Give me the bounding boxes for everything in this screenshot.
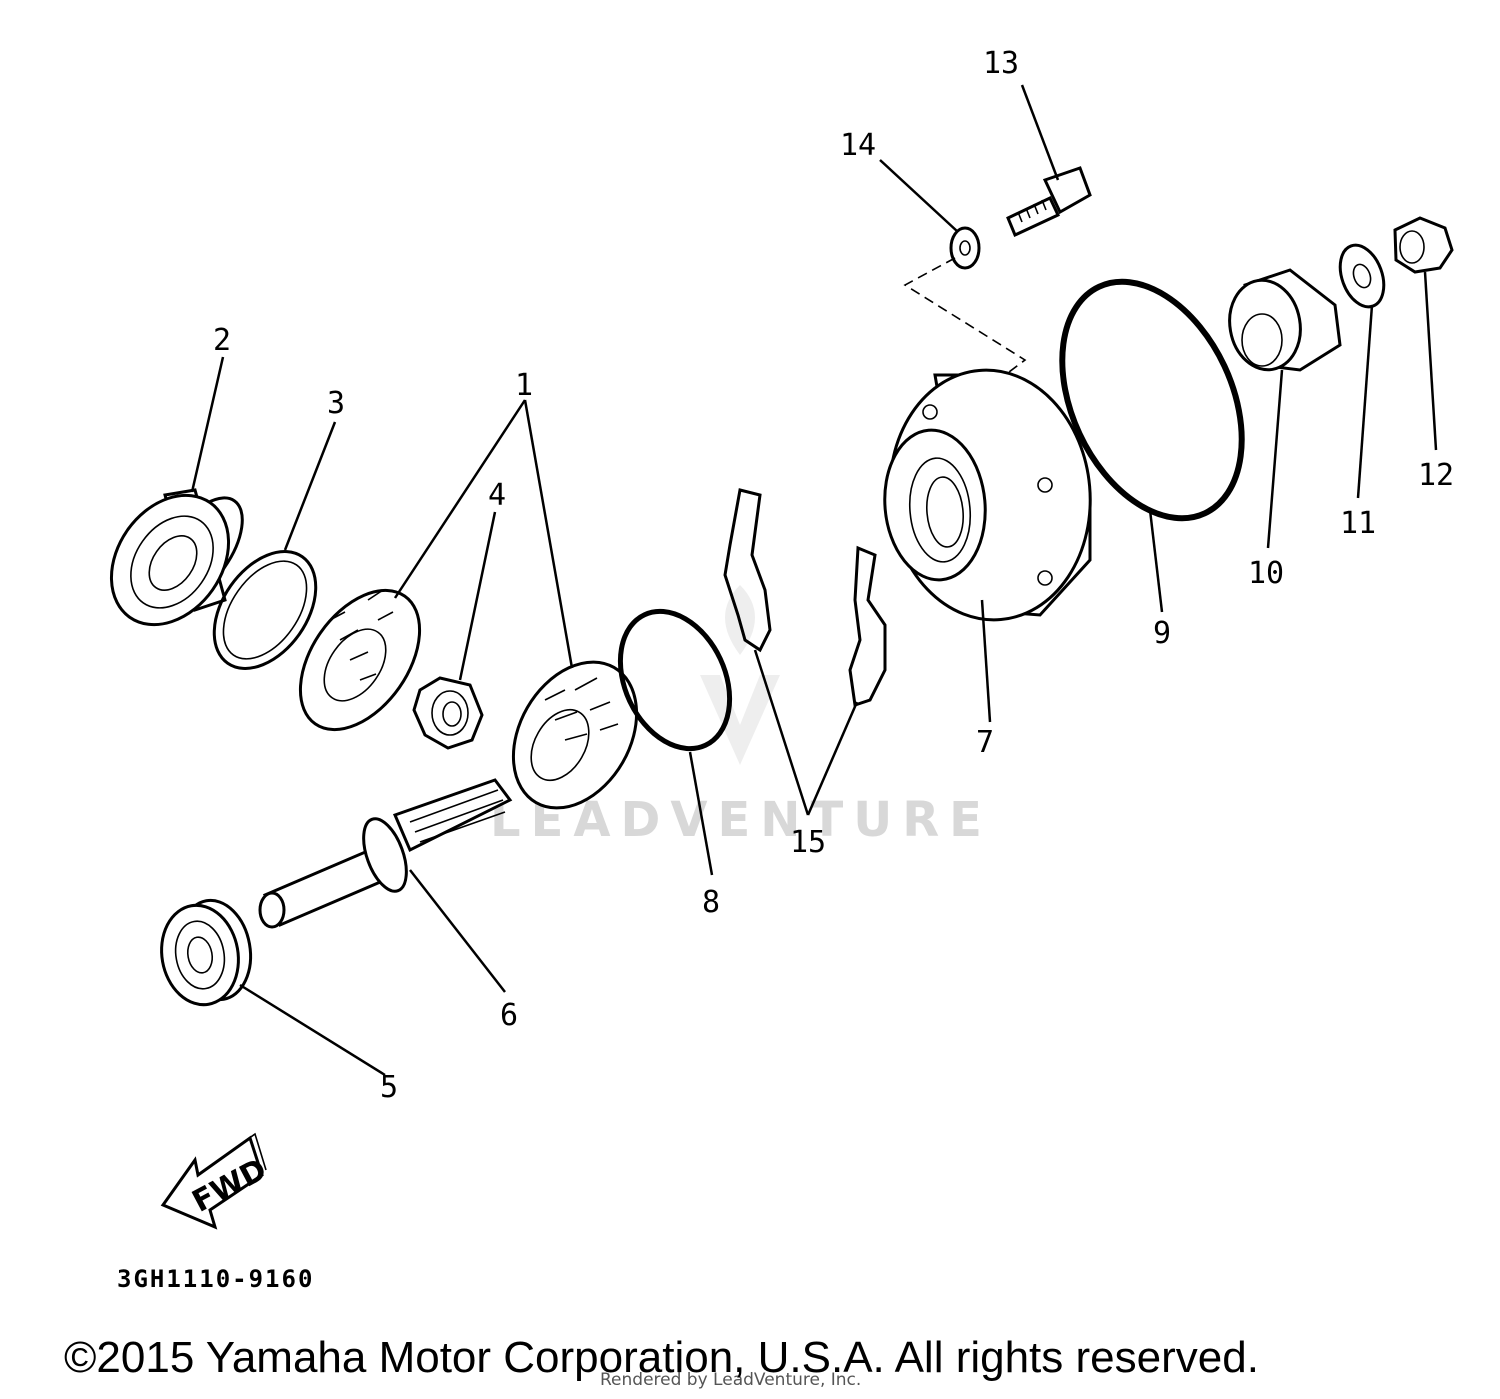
part-12-nut	[1393, 216, 1454, 274]
callout-4: 4	[488, 478, 506, 513]
forward-arrow: FWD	[160, 1132, 272, 1230]
callout-7: 7	[976, 725, 994, 760]
part-10-coupling	[1228, 268, 1342, 372]
callout-8: 8	[702, 885, 720, 920]
callout-14: 14	[840, 128, 876, 163]
part-2-bearing	[109, 488, 244, 627]
part-3-shim	[212, 550, 318, 670]
callout-9: 9	[1153, 616, 1171, 651]
copyright-notice: ©2015 Yamaha Motor Corporation, U.S.A. A…	[64, 1333, 1259, 1382]
part-4-nut	[412, 676, 484, 750]
leader-lines	[190, 84, 1438, 1077]
callout-12: 12	[1418, 458, 1454, 493]
part-5-bearing	[160, 898, 253, 1007]
callout-6: 6	[500, 998, 518, 1033]
callout-2: 2	[213, 323, 231, 358]
callout-11: 11	[1340, 506, 1376, 541]
rendered-by-text: Rendered by LeadVenture, Inc.	[600, 1370, 861, 1390]
callout-1: 1	[515, 368, 533, 403]
part-13-bolt	[1006, 166, 1092, 238]
assembly-dashed-line	[903, 257, 1027, 376]
part-6-shaft	[258, 778, 513, 929]
callout-15: 15	[790, 825, 826, 860]
part-14-washer	[949, 226, 981, 270]
part-1-bevel-gear-b	[511, 660, 639, 810]
part-11-washer	[1338, 243, 1386, 309]
part-7-housing	[883, 368, 1092, 622]
part-9-o-ring	[1059, 278, 1245, 522]
callout-3: 3	[327, 386, 345, 421]
part-code: 3GH1110-9160	[117, 1265, 314, 1293]
callout-13: 13	[983, 46, 1019, 81]
callout-5: 5	[380, 1070, 398, 1105]
part-15-clips	[723, 488, 887, 707]
part-1-bevel-gear-a	[298, 588, 422, 732]
part-8-o-ring	[617, 608, 733, 752]
callout-10: 10	[1248, 556, 1284, 591]
